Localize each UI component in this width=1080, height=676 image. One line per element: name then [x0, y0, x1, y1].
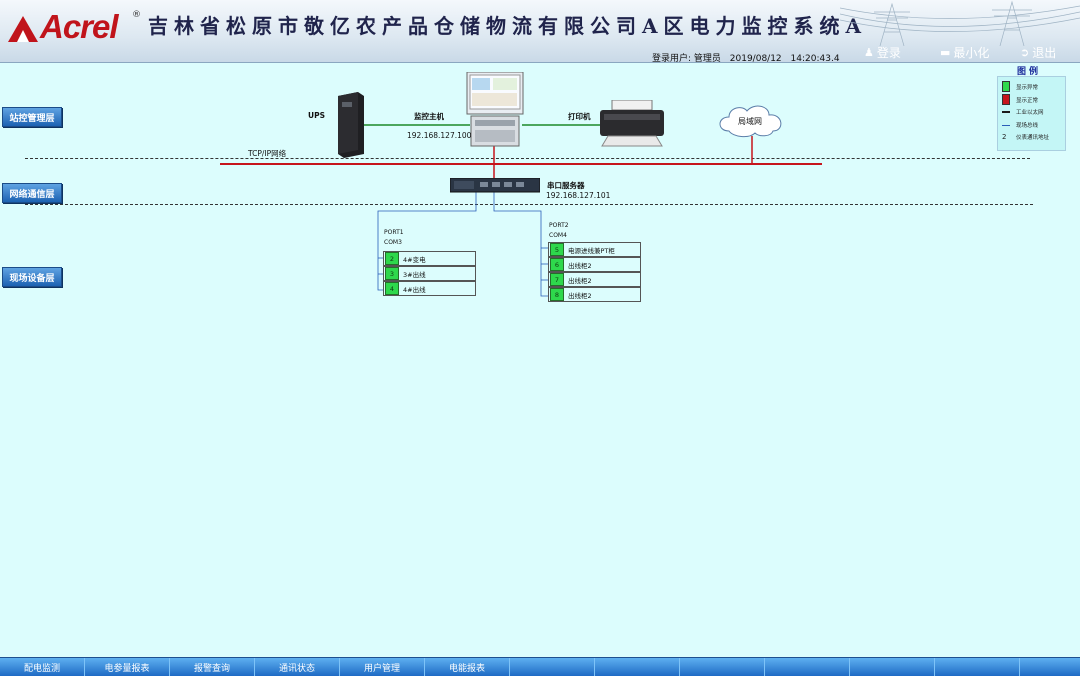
device-row[interactable]: 7 出线柜2	[548, 272, 641, 287]
ethernet-line-icon	[1002, 111, 1010, 113]
user-icon: ♟	[864, 46, 874, 59]
login-time: 14:20:43.4	[790, 54, 840, 64]
device-name: 出线柜2	[568, 276, 592, 285]
legend-item-ethernet: 工业以太网	[1002, 108, 1044, 116]
serial-server-ip: 192.168.127.101	[546, 191, 611, 200]
tcpip-label: TCP/IP网络	[248, 149, 287, 158]
login-button[interactable]: ♟ 登录	[864, 45, 901, 60]
layer-network-button[interactable]: 网络通信层	[2, 183, 62, 203]
legend-item-fieldbus: 现场总线	[1002, 121, 1038, 129]
printer-label: 打印机	[568, 112, 591, 121]
abnormal-swatch-icon	[1002, 81, 1010, 92]
monitoring-host-icon[interactable]	[465, 72, 525, 148]
legend-label: 仪表通讯地址	[1016, 135, 1050, 141]
legend-panel: 显示异常 显示正常 工业以太网 现场总线 2 仪表通讯地址	[997, 76, 1066, 151]
device-name: 出线柜2	[568, 261, 592, 270]
brand-logo: Acrel	[40, 8, 119, 45]
login-status: 登录用户: 管理员 2019/08/12 14:20:43.4	[652, 51, 846, 64]
device-row[interactable]: 5 电源进线兼PT柜	[548, 242, 641, 257]
port1-com-label: COM3	[384, 239, 402, 246]
page-title: 吉林省松原市敬亿农产品仓储物流有限公司A区电力监控系统A	[148, 14, 868, 38]
minimize-icon: ▬	[940, 46, 951, 59]
lan-label: 局域网	[738, 117, 762, 126]
address-symbol: 2	[1002, 133, 1007, 141]
printer-icon	[600, 100, 664, 147]
device-name: 出线柜2	[568, 291, 592, 300]
device-address: 3	[385, 267, 399, 280]
nav-empty-slot[interactable]	[935, 658, 1020, 676]
legend-label: 显示异常	[1016, 84, 1039, 91]
minimize-button[interactable]: ▬ 最小化	[940, 45, 989, 60]
device-address: 8	[550, 288, 564, 301]
exit-icon: ➲	[1020, 46, 1030, 59]
registered-mark: ®	[132, 10, 141, 20]
exit-button-label: 退出	[1032, 46, 1057, 60]
layer-station-button[interactable]: 站控管理层	[2, 107, 62, 127]
serial-server-label: 串口服务器	[547, 181, 585, 190]
legend-title: 图例	[1017, 67, 1042, 77]
header-bar: Acrel ® 吉林省松原市敬亿农产品仓储物流有限公司A区电力监控系统A 登录用…	[0, 0, 1080, 64]
legend-item-abnormal: 显示异常	[1002, 81, 1038, 92]
acrel-logo-icon	[8, 16, 38, 42]
nav-comm-status[interactable]: 通讯状态	[255, 658, 340, 676]
legend-item-address: 2 仪表通讯地址	[1002, 133, 1049, 141]
station-layer-divider	[25, 158, 1030, 159]
login-user: 登录用户: 管理员	[652, 54, 721, 64]
nav-empty-slot[interactable]	[680, 658, 765, 676]
device-row[interactable]: 4 4#出线	[383, 281, 476, 296]
bottom-nav: 配电监测 电参量报表 报警查询 通讯状态 用户管理 电能报表	[0, 657, 1080, 676]
nav-empty-slot[interactable]	[1020, 658, 1080, 676]
device-address: 5	[550, 243, 564, 256]
ups-icon	[338, 92, 364, 158]
nav-empty-slot[interactable]	[595, 658, 680, 676]
port2-label: PORT2	[549, 222, 569, 229]
port1-label: PORT1	[384, 229, 404, 236]
device-row[interactable]: 6 出线柜2	[548, 257, 641, 272]
login-button-label: 登录	[876, 46, 901, 60]
device-row[interactable]: 3 3#出线	[383, 266, 476, 281]
port2-com-label: COM4	[549, 232, 567, 239]
nav-parameter-report[interactable]: 电参量报表	[85, 658, 170, 676]
device-name: 3#出线	[403, 270, 426, 279]
power-tower-illustration	[840, 0, 1080, 46]
normal-swatch-icon	[1002, 94, 1010, 105]
host-label: 监控主机	[414, 112, 444, 121]
network-layer-divider	[25, 204, 1033, 205]
ups-label: UPS	[308, 111, 325, 120]
nav-empty-slot[interactable]	[850, 658, 935, 676]
device-address: 4	[385, 282, 399, 295]
device-name: 4#变电	[403, 255, 426, 264]
legend-label: 工业以太网	[1016, 110, 1044, 116]
legend-label: 显示正常	[1016, 97, 1039, 104]
nav-alarm-query[interactable]: 报警查询	[170, 658, 255, 676]
exit-button[interactable]: ➲ 退出	[1020, 45, 1056, 60]
nav-empty-slot[interactable]	[510, 658, 595, 676]
network-topology-lines	[220, 124, 822, 297]
legend-label: 现场总线	[1016, 123, 1039, 129]
nav-user-management[interactable]: 用户管理	[340, 658, 425, 676]
legend-item-normal: 显示正常	[1002, 94, 1038, 105]
lan-cloud-icon	[719, 105, 782, 138]
host-ip: 192.168.127.100	[407, 131, 472, 140]
device-row[interactable]: 2 4#变电	[383, 251, 476, 266]
minimize-button-label: 最小化	[953, 46, 990, 60]
device-address: 2	[385, 252, 399, 265]
device-name: 4#出线	[403, 285, 426, 294]
login-date: 2019/08/12	[729, 54, 782, 64]
nav-empty-slot[interactable]	[765, 658, 850, 676]
nav-distribution-monitor[interactable]: 配电监测	[0, 658, 85, 676]
device-address: 6	[550, 258, 564, 271]
fieldbus-line-icon	[1002, 124, 1010, 126]
serial-server-icon[interactable]	[450, 178, 540, 194]
layer-field-button[interactable]: 现场设备层	[2, 267, 62, 287]
device-address: 7	[550, 273, 564, 286]
device-row[interactable]: 8 出线柜2	[548, 287, 641, 302]
device-name: 电源进线兼PT柜	[568, 246, 615, 255]
nav-energy-report[interactable]: 电能报表	[425, 658, 510, 676]
